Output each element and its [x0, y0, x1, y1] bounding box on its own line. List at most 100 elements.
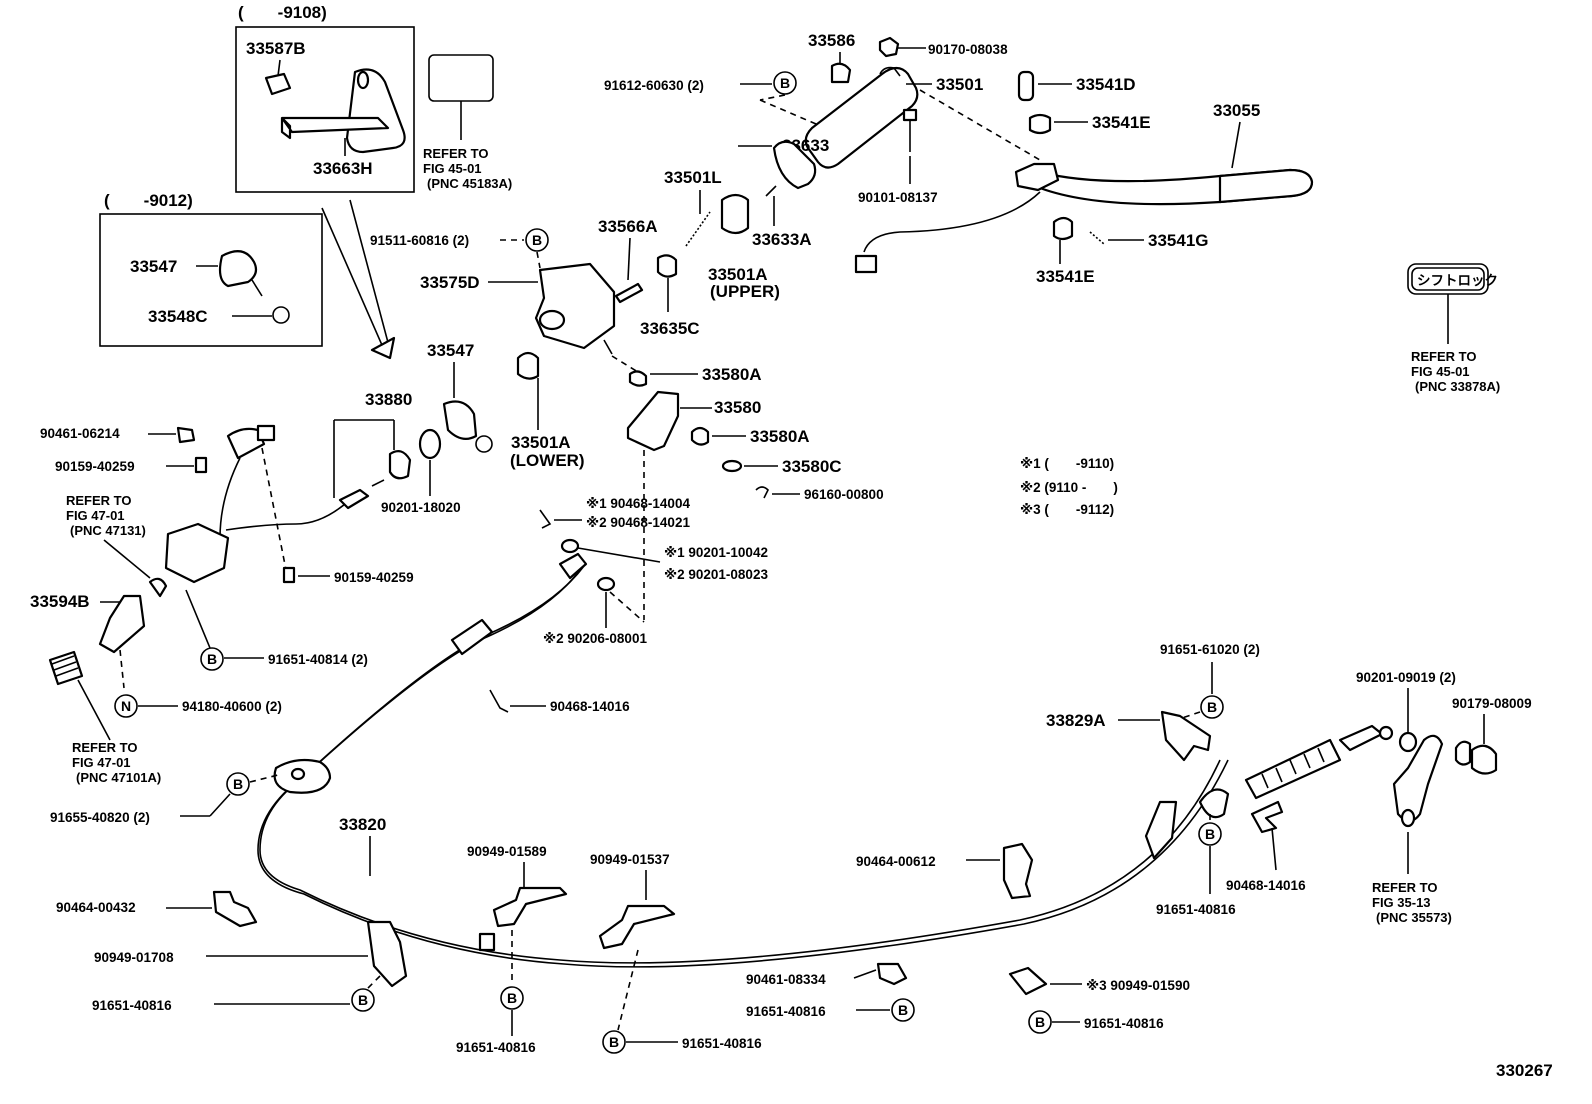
- bracket-icon-4: [366, 920, 408, 988]
- label-91511-60816: 91511-60816 (2): [370, 233, 469, 248]
- solenoid-icon: [164, 522, 230, 584]
- svg-text:B: B: [1207, 699, 1217, 715]
- svg-text:B: B: [507, 990, 517, 1006]
- marker-b-icon-5: [351, 988, 375, 1012]
- clip-icon: [264, 72, 292, 96]
- label-90949-01590: ※3 90949-01590: [1086, 978, 1190, 993]
- washer-icon-2: [418, 428, 442, 460]
- label-33635C: 33635C: [640, 319, 700, 338]
- label-33541E-top: 33541E: [1092, 113, 1151, 132]
- marker-b-icon: [773, 71, 797, 95]
- marker-b-icon-9: [1028, 1010, 1052, 1034]
- label-lower: (LOWER): [510, 451, 585, 470]
- label-33820: 33820: [339, 815, 386, 834]
- ref-33878A-1: REFER TO: [1411, 349, 1477, 364]
- label-90206-08001: ※2 90206-08001: [543, 631, 647, 646]
- label-33575D: 33575D: [420, 273, 480, 292]
- clamp-icon-4: [1002, 842, 1034, 900]
- svg-text:N: N: [121, 698, 131, 714]
- cover-icon: [772, 140, 817, 190]
- label-90949-01708: 90949-01708: [94, 950, 174, 965]
- marker-b-icon-10: [1200, 695, 1224, 719]
- note-3: ※3 ( -9112): [1020, 502, 1114, 517]
- ref-35573-1: REFER TO: [1372, 880, 1438, 895]
- label-33586: 33586: [808, 31, 855, 50]
- cable-bracket-icon: [1144, 800, 1178, 860]
- screw-icon-2: [282, 566, 296, 584]
- ref-35573-2: FIG 35-13: [1372, 895, 1431, 910]
- ref-47101A-3: (PNC 47101A): [76, 770, 161, 785]
- ref-33878A-3: (PNC 33878A): [1415, 379, 1500, 394]
- connector-icon: [854, 254, 878, 274]
- bracket-plate-icon: [345, 68, 406, 154]
- label-33547-top: 33547: [130, 257, 177, 276]
- shift-lever-arm-icon: [1392, 734, 1444, 823]
- label-33580C: 33580C: [782, 457, 842, 476]
- label-90464-00432: 90464-00432: [56, 900, 136, 915]
- bushing-icon-3: [656, 254, 678, 278]
- clip-icon-4: [489, 689, 509, 713]
- label-91655-40820: 91655-40820 (2): [50, 810, 150, 825]
- label-33829A: 33829A: [1046, 711, 1106, 730]
- label-33566A: 33566A: [598, 217, 658, 236]
- marker-b-icon-7: [602, 1030, 626, 1054]
- diagram-number: 330267: [1496, 1061, 1553, 1080]
- label-91651-40816-e: 91651-40816: [1084, 1016, 1164, 1031]
- label-33587B: 33587B: [246, 39, 306, 58]
- ball-icon: [272, 306, 290, 324]
- label-33663H: 33663H: [313, 159, 373, 178]
- nut-icon-2: [878, 36, 900, 58]
- label-90201-18020: 90201-18020: [381, 500, 461, 515]
- nut-icon: [830, 62, 852, 84]
- bracket-icon-3: [98, 594, 146, 654]
- label-90461-06214: 90461-06214: [40, 426, 120, 441]
- marker-b-icon-6: [500, 986, 524, 1010]
- marker-n-icon: [114, 694, 138, 718]
- shift-lock-label: シフトロック: [1417, 273, 1498, 288]
- ref-33878A-2: FIG 45-01: [1411, 364, 1470, 379]
- arrow-icon: [370, 336, 396, 360]
- bracket-icon-7: [1160, 710, 1212, 762]
- shift-cable: [257, 552, 1229, 968]
- shift-arm-icon: [626, 390, 680, 452]
- bushing-icon-7: [1198, 788, 1230, 819]
- lever-cap-icon-2: [442, 400, 478, 441]
- label-90468-14016-a: 90468-14016: [550, 699, 630, 714]
- label-90201-10042: ※1 90201-10042: [664, 545, 768, 560]
- label-90201-08023: ※2 90201-08023: [664, 567, 768, 582]
- clamp-icon-3: [876, 962, 908, 986]
- label-90468-14021: ※2 90468-14021: [586, 515, 690, 530]
- label-33580: 33580: [714, 398, 761, 417]
- svg-text:B: B: [898, 1002, 908, 1018]
- label-91651-40816-d: 91651-40816: [746, 1004, 826, 1019]
- marker-b-icon-2: [525, 228, 549, 252]
- label-91651-40816-c: 91651-40816: [682, 1036, 762, 1051]
- bushing-icon-4: [628, 370, 648, 387]
- label-91651-40814: 91651-40814 (2): [268, 652, 368, 667]
- label-90468-14004: ※1 90468-14004: [586, 496, 690, 511]
- label-33580A-1: 33580A: [702, 365, 762, 384]
- label-90159-40259-a: 90159-40259: [55, 459, 135, 474]
- ref-47131-1: REFER TO: [66, 493, 132, 508]
- screw-icon: [194, 456, 208, 474]
- nut-icon-3: [1454, 740, 1472, 766]
- label-33501A-lower: 33501A: [511, 433, 571, 452]
- label-90949-01537: 90949-01537: [590, 852, 670, 867]
- svg-text:B: B: [780, 75, 790, 91]
- label-33594B: 33594B: [30, 592, 90, 611]
- svg-text:B: B: [1035, 1014, 1045, 1030]
- label-96160-00800: 96160-00800: [804, 487, 884, 502]
- label-33548C: 33548C: [148, 307, 208, 326]
- washer-icon-4: [596, 576, 616, 592]
- marker-b-icon-8: [891, 998, 915, 1022]
- note-1: ※1 ( -9110): [1020, 456, 1114, 471]
- washer-icon-3: [560, 538, 580, 554]
- ref-47131-3: (PNC 47131): [70, 523, 146, 538]
- ref-45183A-2: FIG 45-01: [423, 161, 482, 176]
- clamp-icon-2: [212, 890, 258, 928]
- lever-head-icon: [1014, 162, 1060, 192]
- label-90468-14016-b: 90468-14016: [1226, 878, 1306, 893]
- label-33547-mid: 33547: [427, 341, 474, 360]
- label-33541E-bot: 33541E: [1036, 267, 1095, 286]
- bushing-icon-6: [388, 449, 412, 480]
